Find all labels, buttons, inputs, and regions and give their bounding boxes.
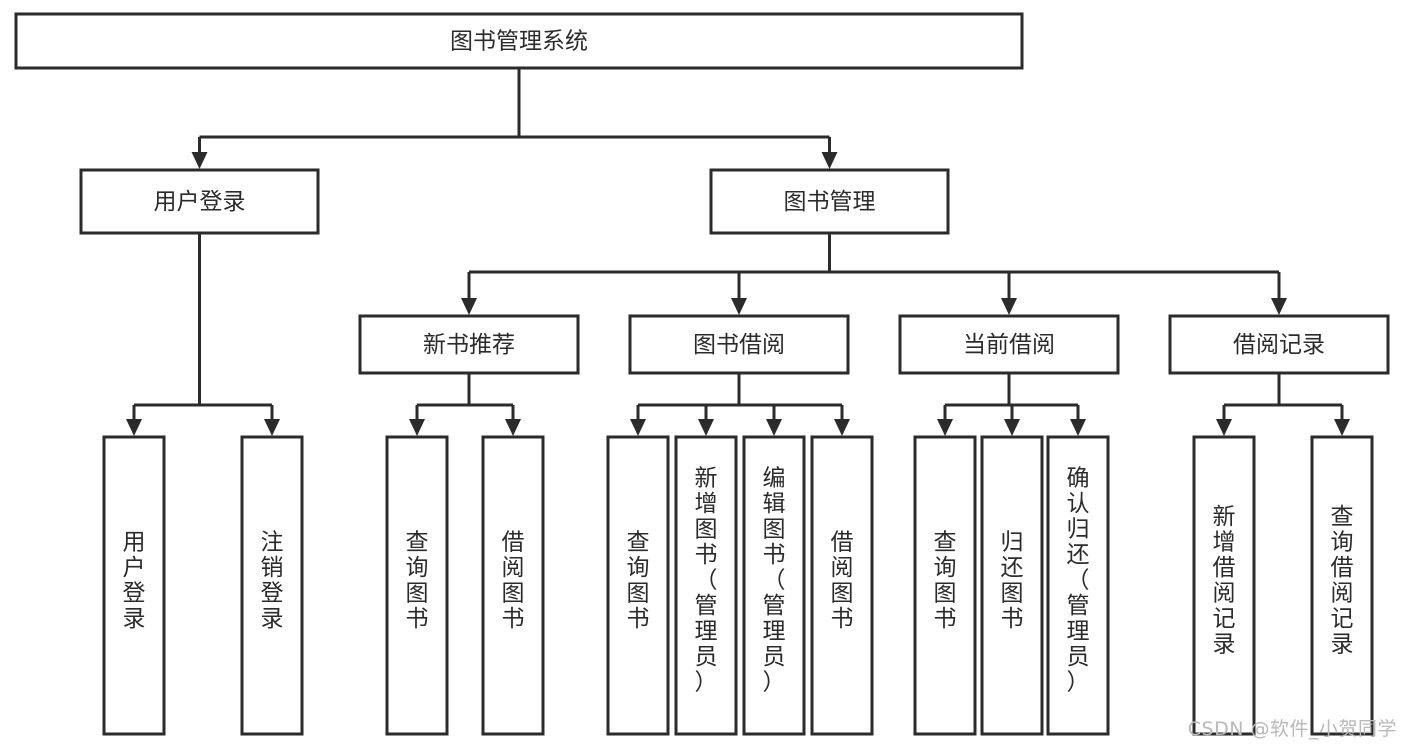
- node-box-leaf-add-book: [674, 435, 738, 736]
- arrow-head-icon: [1216, 419, 1232, 436]
- arrow-head-icon: [821, 152, 838, 169]
- arrow-head-icon: [1334, 419, 1350, 436]
- node-label-leaf-user-login: 用户登录: [123, 529, 146, 632]
- node-leaf-edit-book[interactable]: 编辑图书（管理员）: [742, 435, 806, 736]
- node-label-current-borrow: 当前借阅: [963, 332, 1055, 358]
- node-borrow-record[interactable]: 借阅记录: [1168, 314, 1390, 375]
- node-leaf-query-record[interactable]: 查询借阅记录: [1310, 435, 1374, 736]
- node-leaf-add-record[interactable]: 新增借阅记录: [1192, 435, 1256, 736]
- edges-layer: [126, 68, 1350, 436]
- node-leaf-query-book-2[interactable]: 查询图书: [606, 435, 670, 736]
- arrow-head-icon: [264, 419, 280, 436]
- node-label-leaf-return-book: 归还图书: [1001, 529, 1024, 632]
- node-leaf-add-book[interactable]: 新增图书（管理员）: [674, 435, 738, 736]
- node-label-root: 图书管理系统: [450, 29, 588, 55]
- node-label-book-borrow: 图书借阅: [693, 332, 785, 358]
- node-label-leaf-add-book: 新增图书（管理员）: [695, 466, 718, 696]
- node-leaf-query-book-1[interactable]: 查询图书: [385, 435, 449, 736]
- arrow-head-icon: [937, 419, 953, 436]
- node-box-user-login: [79, 168, 320, 235]
- node-box-leaf-confirm-return: [1046, 435, 1110, 736]
- node-label-leaf-borrow-book-1: 借阅图书: [502, 529, 525, 632]
- node-label-borrow-record: 借阅记录: [1233, 332, 1325, 358]
- node-box-leaf-query-record: [1310, 435, 1374, 736]
- connector-group-book-borrow: [630, 373, 850, 436]
- connector-group-root: [191, 68, 838, 169]
- arrow-head-icon: [409, 419, 425, 436]
- node-root[interactable]: 图书管理系统: [14, 12, 1024, 70]
- node-box-leaf-query-book-3: [913, 435, 977, 736]
- connector-group-book-mgmt: [461, 233, 1287, 315]
- arrow-head-icon: [698, 419, 714, 436]
- node-user-login[interactable]: 用户登录: [79, 168, 320, 235]
- arrow-head-icon: [191, 152, 208, 169]
- node-box-current-borrow: [898, 314, 1120, 375]
- nodes-layer: 图书管理系统用户登录图书管理新书推荐图书借阅当前借阅借阅记录用户登录注销登录查询…: [14, 12, 1390, 736]
- node-leaf-borrow-book-1[interactable]: 借阅图书: [481, 435, 545, 736]
- node-label-leaf-logout: 注销登录: [261, 529, 284, 632]
- node-box-book-borrow: [628, 314, 850, 375]
- connector-group-new-book-rec: [409, 373, 521, 436]
- node-label-new-book-rec: 新书推荐: [423, 332, 515, 358]
- node-leaf-confirm-return[interactable]: 确认归还（管理员）: [1046, 435, 1110, 736]
- node-box-leaf-query-book-2: [606, 435, 670, 736]
- node-leaf-query-book-3[interactable]: 查询图书: [913, 435, 977, 736]
- arrow-head-icon: [834, 419, 850, 436]
- arrow-head-icon: [766, 419, 782, 436]
- node-label-leaf-edit-book: 编辑图书（管理员）: [763, 466, 786, 696]
- node-book-borrow[interactable]: 图书借阅: [628, 314, 850, 375]
- node-label-leaf-borrow-book-2: 借阅图书: [831, 529, 854, 632]
- node-box-leaf-query-book-1: [385, 435, 449, 736]
- node-leaf-user-login[interactable]: 用户登录: [102, 435, 166, 736]
- node-box-new-book-rec: [358, 314, 580, 375]
- arrow-head-icon: [126, 419, 142, 436]
- node-leaf-borrow-book-2[interactable]: 借阅图书: [810, 435, 874, 736]
- node-label-leaf-add-record: 新增借阅记录: [1213, 504, 1236, 658]
- arrow-head-icon: [1070, 419, 1086, 436]
- arrow-head-icon: [630, 419, 646, 436]
- arrow-head-icon: [461, 298, 477, 315]
- node-box-leaf-edit-book: [742, 435, 806, 736]
- arrow-head-icon: [1001, 298, 1017, 315]
- node-label-leaf-query-book-3: 查询图书: [934, 529, 957, 632]
- node-box-leaf-return-book: [980, 435, 1044, 736]
- node-label-leaf-confirm-return: 确认归还（管理员）: [1067, 466, 1090, 696]
- node-leaf-return-book[interactable]: 归还图书: [980, 435, 1044, 736]
- node-label-user-login: 用户登录: [154, 189, 246, 215]
- node-new-book-rec[interactable]: 新书推荐: [358, 314, 580, 375]
- node-box-leaf-add-record: [1192, 435, 1256, 736]
- node-label-book-mgmt: 图书管理: [784, 189, 876, 215]
- node-box-borrow-record: [1168, 314, 1390, 375]
- node-box-root: [14, 12, 1024, 70]
- node-book-mgmt[interactable]: 图书管理: [709, 168, 950, 235]
- node-leaf-logout[interactable]: 注销登录: [240, 435, 304, 736]
- node-box-book-mgmt: [709, 168, 950, 235]
- arrow-head-icon: [1004, 419, 1020, 436]
- connector-group-borrow-record: [1216, 373, 1350, 436]
- node-box-leaf-user-login: [102, 435, 166, 736]
- node-box-leaf-logout: [240, 435, 304, 736]
- node-label-leaf-query-book-2: 查询图书: [627, 529, 650, 632]
- arrow-head-icon: [505, 419, 521, 436]
- connector-group-user-login: [126, 233, 280, 436]
- node-box-leaf-borrow-book-2: [810, 435, 874, 736]
- node-box-leaf-borrow-book-1: [481, 435, 545, 736]
- arrow-head-icon: [1271, 298, 1287, 315]
- connector-group-current-borrow: [937, 373, 1086, 436]
- node-label-leaf-query-book-1: 查询图书: [406, 529, 429, 632]
- node-current-borrow[interactable]: 当前借阅: [898, 314, 1120, 375]
- node-label-leaf-query-record: 查询借阅记录: [1331, 504, 1354, 658]
- arrow-head-icon: [731, 298, 747, 315]
